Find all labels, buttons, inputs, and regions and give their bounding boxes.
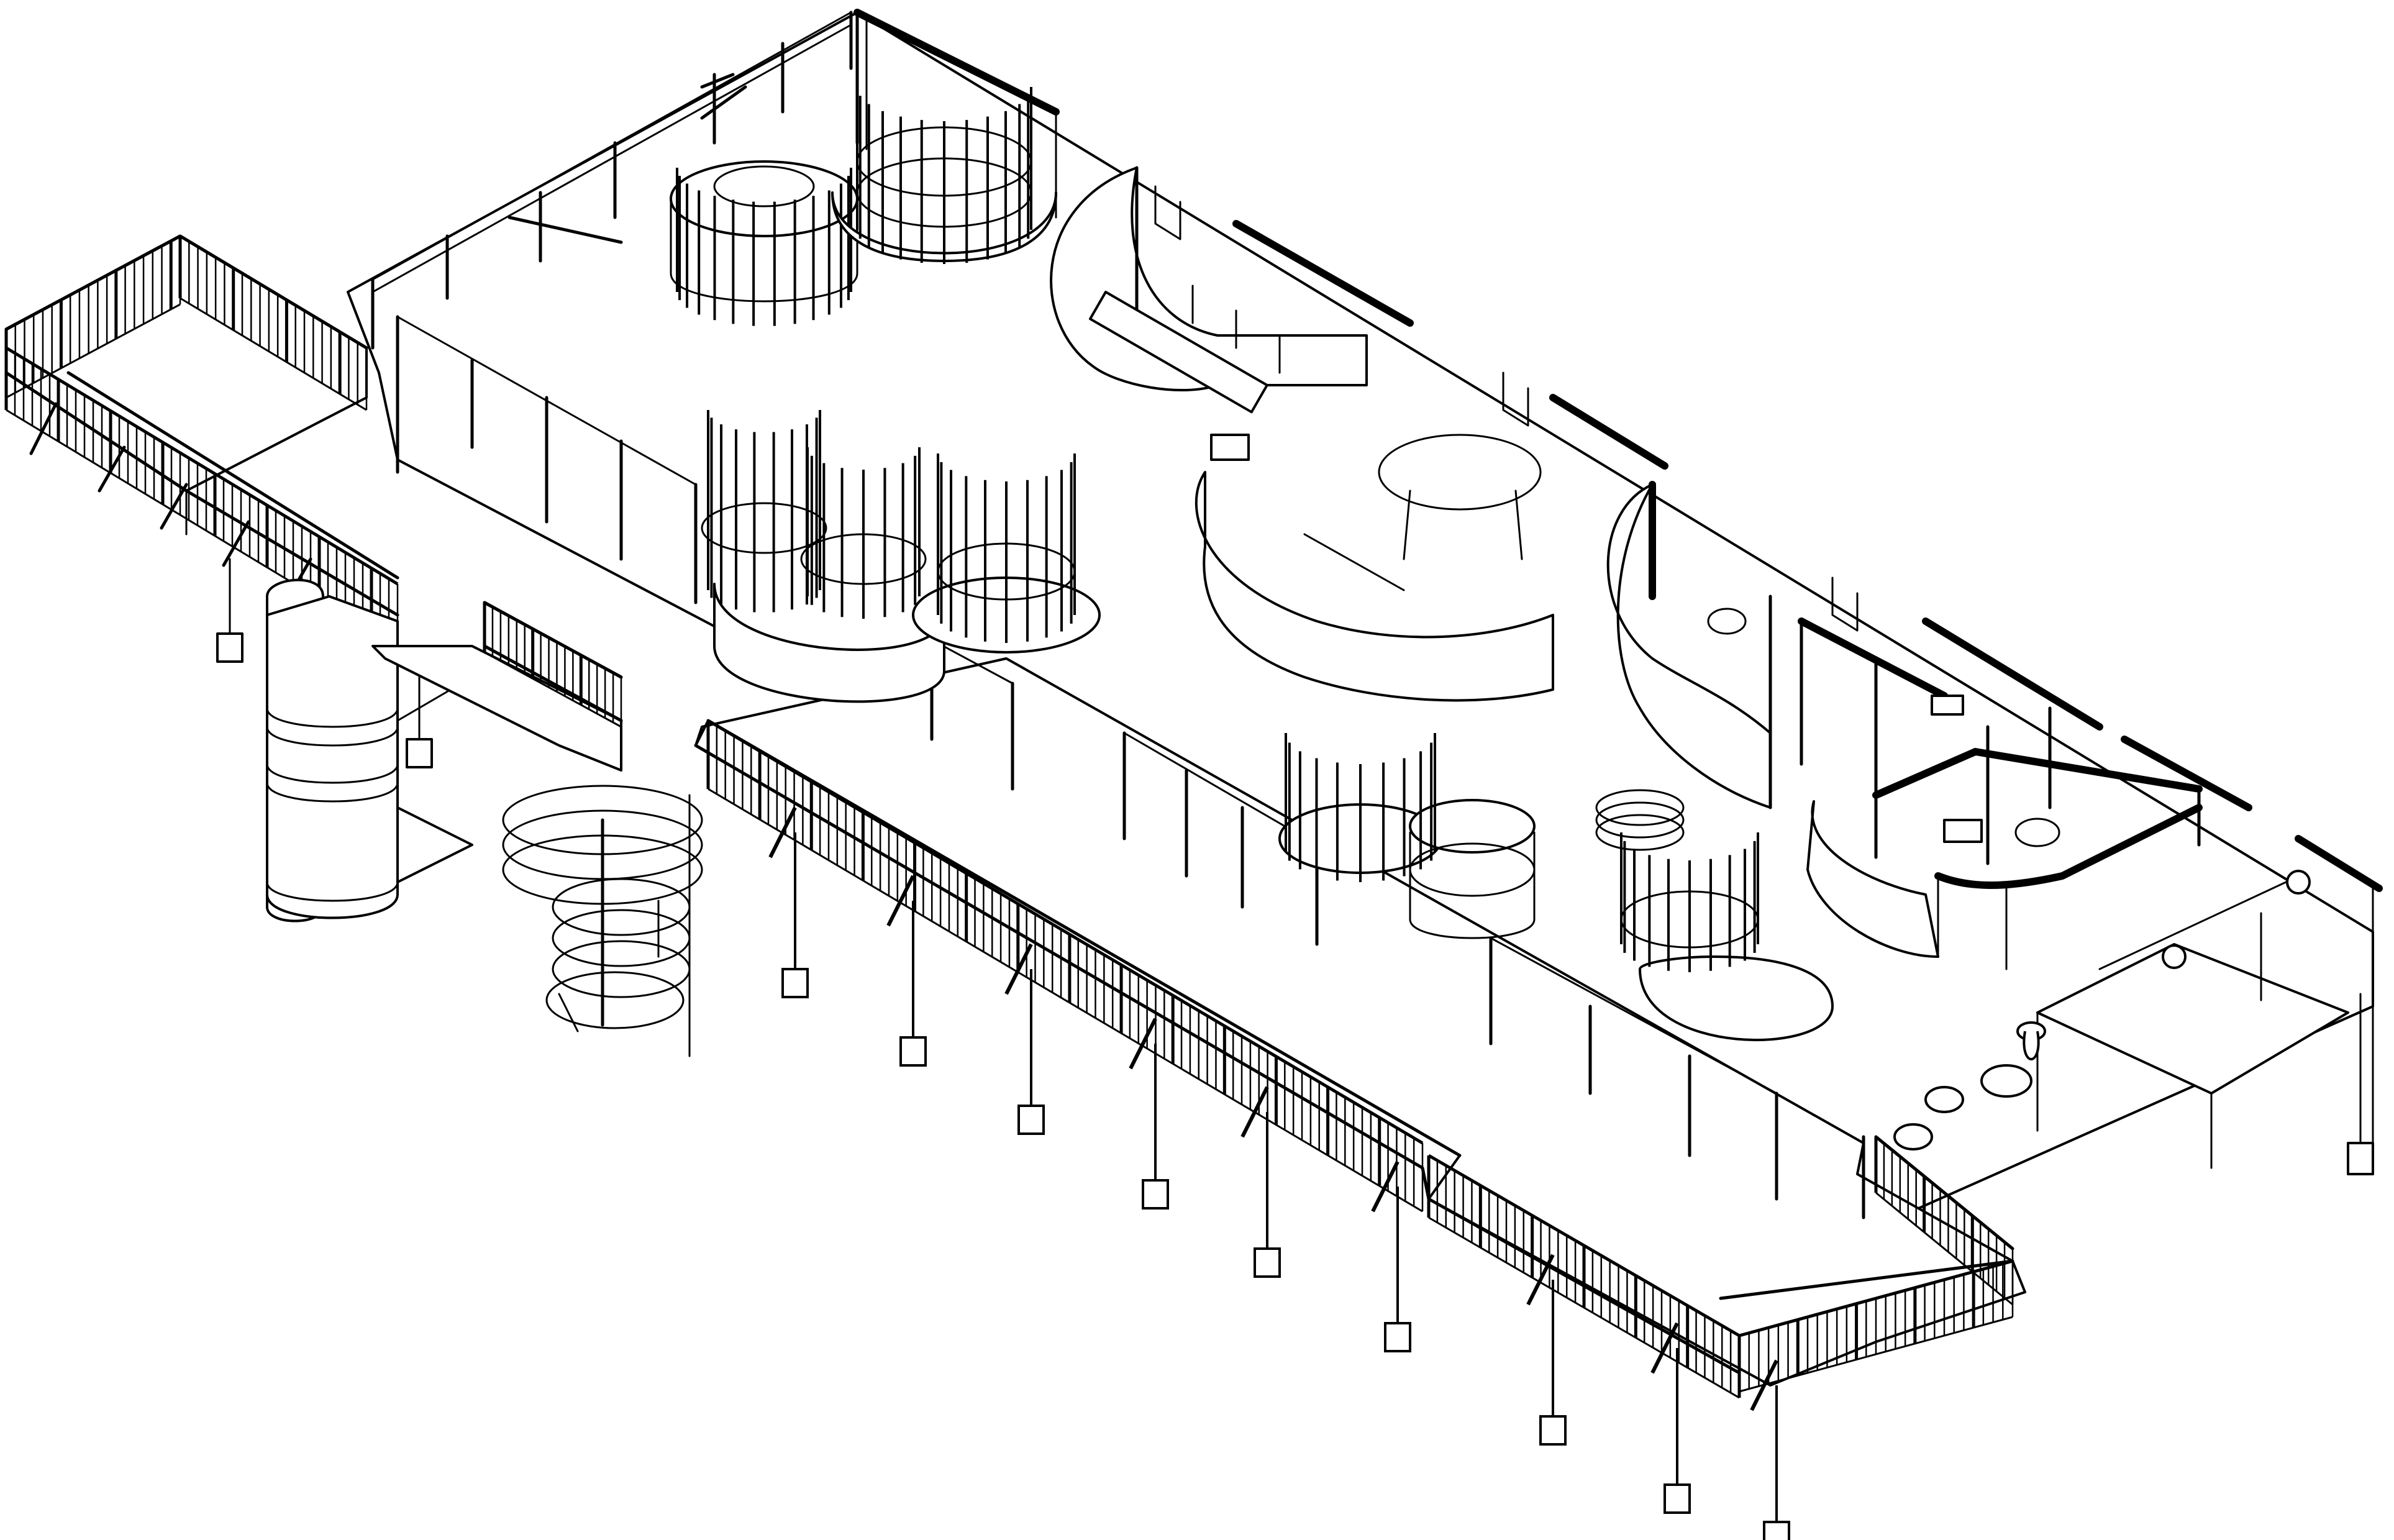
column-supports-right bbox=[2347, 993, 2374, 1175]
timber-frame bbox=[371, 11, 853, 350]
post-footing bbox=[781, 968, 809, 998]
restroom-block bbox=[1606, 481, 2203, 970]
deck-brace bbox=[1129, 1018, 1157, 1070]
railing-top-rail bbox=[5, 346, 399, 586]
railing-top-rail bbox=[179, 234, 368, 350]
pod-lower-right-slats bbox=[1620, 832, 1759, 972]
deck-brace bbox=[1371, 1160, 1400, 1213]
deck-brace bbox=[1650, 1322, 1679, 1374]
post-footing bbox=[1763, 1521, 1790, 1540]
railing-bottom-rail bbox=[180, 297, 367, 411]
pod-upper-middle-slats bbox=[856, 87, 1032, 264]
pod-middle-left-slats bbox=[707, 410, 921, 619]
pod-upper-left-slats bbox=[676, 168, 852, 326]
post-footing bbox=[1384, 1322, 1411, 1352]
deck-brace bbox=[886, 875, 915, 927]
post-footing bbox=[1142, 1179, 1169, 1210]
front-deck-supports bbox=[768, 806, 1790, 1540]
cylindrical-stair-core bbox=[266, 578, 473, 923]
railing-bottom-rail bbox=[708, 788, 1423, 1213]
railing-bottom-rail bbox=[6, 303, 181, 399]
glass-partitions bbox=[396, 315, 1865, 1219]
front-deck-railing bbox=[706, 719, 2014, 1399]
post-footing bbox=[1017, 1105, 1045, 1135]
railing-top-rail bbox=[1739, 1259, 2013, 1337]
railing-bottom-rail bbox=[1875, 1191, 2013, 1306]
deck-brace bbox=[1526, 1254, 1555, 1306]
deck-brace bbox=[1004, 943, 1033, 995]
post-footing bbox=[1664, 1483, 1691, 1514]
back-wall bbox=[853, 9, 2383, 1008]
railing-top-rail bbox=[483, 601, 622, 679]
reception-desk bbox=[1195, 434, 1554, 702]
railing-bottom-rail bbox=[1739, 1316, 2013, 1393]
post-footing bbox=[899, 1036, 927, 1067]
left-deck bbox=[4, 234, 399, 617]
pod-middle-right-slats bbox=[937, 453, 1076, 643]
deck-brace bbox=[768, 806, 797, 859]
post-footing bbox=[1539, 1415, 1567, 1446]
railing-top-rail bbox=[1875, 1136, 2014, 1250]
railing-top-rail bbox=[707, 719, 1424, 1145]
meeting-room-curved bbox=[1050, 166, 1368, 414]
post-footing bbox=[1254, 1247, 1281, 1278]
railing-top-rail bbox=[5, 234, 181, 331]
pod-lower-left-slats bbox=[1285, 733, 1436, 882]
railing-top-rail bbox=[1427, 1154, 1741, 1337]
spiral-staircase bbox=[502, 785, 703, 1057]
railing-bottom-rail bbox=[484, 651, 622, 728]
kitchen-area bbox=[1893, 870, 2349, 1169]
railing-bottom-rail bbox=[1428, 1216, 1740, 1399]
deck-brace bbox=[1240, 1086, 1269, 1138]
bridge-railing bbox=[483, 601, 622, 728]
deck-brace bbox=[1750, 1359, 1778, 1411]
